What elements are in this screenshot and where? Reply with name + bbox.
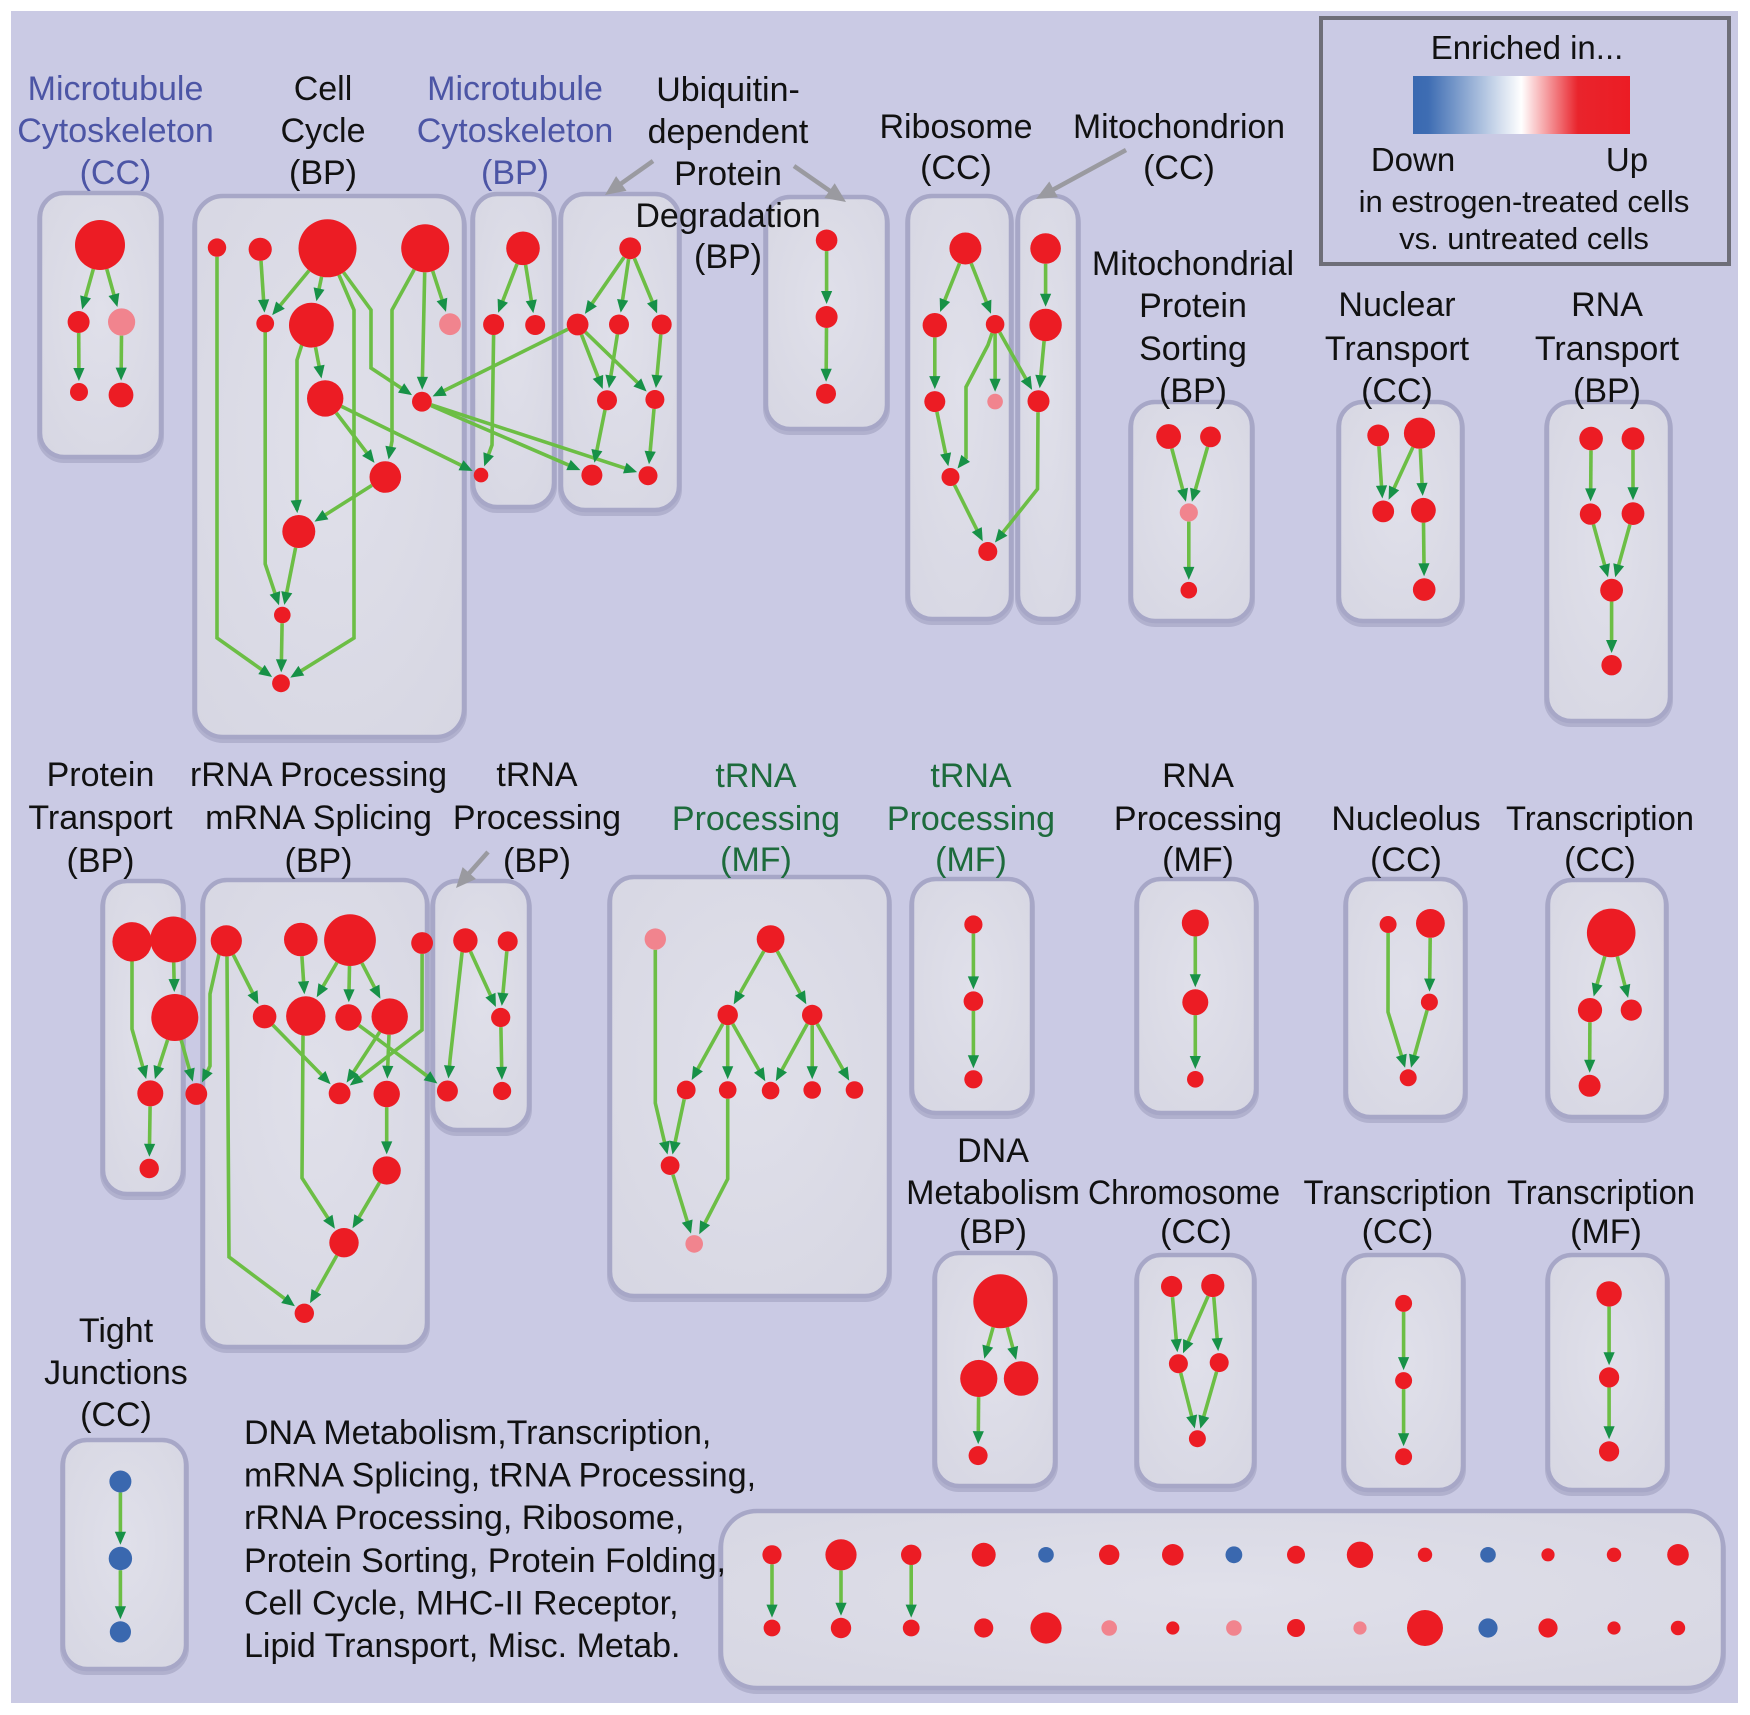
svg-text:Sorting: Sorting — [1139, 330, 1247, 368]
svg-text:Transcription: Transcription — [1304, 1174, 1492, 1212]
svg-text:Protein Sorting, Protein Foldi: Protein Sorting, Protein Folding, — [244, 1542, 726, 1580]
svg-text:Transcription: Transcription — [1507, 1174, 1695, 1212]
svg-text:Protein: Protein — [674, 155, 782, 193]
svg-text:Up: Up — [1606, 141, 1648, 178]
svg-text:Ubiquitin-: Ubiquitin- — [656, 71, 800, 109]
svg-text:Nucleolus: Nucleolus — [1331, 800, 1480, 838]
svg-text:tRNA: tRNA — [930, 757, 1012, 795]
svg-text:Transport: Transport — [1325, 330, 1470, 368]
svg-text:(BP): (BP) — [289, 154, 357, 192]
svg-text:Ribosome: Ribosome — [879, 108, 1032, 146]
svg-text:(BP): (BP) — [481, 154, 549, 192]
svg-text:(CC): (CC) — [1362, 1213, 1434, 1251]
svg-text:Down: Down — [1371, 141, 1455, 178]
svg-text:Transport: Transport — [1535, 330, 1680, 368]
svg-text:(CC): (CC) — [80, 1396, 152, 1434]
svg-text:(BP): (BP) — [1573, 372, 1641, 410]
svg-text:Cycle: Cycle — [280, 112, 365, 150]
svg-text:Transcription: Transcription — [1506, 800, 1694, 838]
svg-text:Metabolism: Metabolism — [906, 1174, 1080, 1212]
svg-text:Processing: Processing — [453, 799, 621, 837]
svg-text:Degradation: Degradation — [635, 197, 820, 235]
svg-text:(CC): (CC) — [80, 154, 152, 192]
svg-text:(BP): (BP) — [503, 842, 571, 880]
svg-text:Mitochondrial: Mitochondrial — [1092, 245, 1294, 283]
svg-text:Processing: Processing — [1114, 800, 1282, 838]
svg-text:vs. untreated cells: vs. untreated cells — [1399, 221, 1649, 256]
svg-text:Cell Cycle, MHC-II Receptor,: Cell Cycle, MHC-II Receptor, — [244, 1584, 679, 1622]
svg-text:(MF): (MF) — [1162, 841, 1234, 879]
svg-text:(BP): (BP) — [694, 238, 762, 276]
svg-text:RNA: RNA — [1162, 757, 1234, 795]
svg-text:(MF): (MF) — [720, 841, 792, 879]
svg-text:(CC): (CC) — [1160, 1213, 1232, 1251]
svg-text:DNA Metabolism,Transcription,: DNA Metabolism,Transcription, — [244, 1414, 711, 1452]
svg-text:Protein: Protein — [47, 756, 155, 794]
svg-text:(BP): (BP) — [959, 1213, 1027, 1251]
svg-text:rRNA Processing, Ribosome,: rRNA Processing, Ribosome, — [244, 1499, 684, 1537]
svg-text:(MF): (MF) — [935, 841, 1007, 879]
svg-text:Transport: Transport — [28, 799, 173, 837]
svg-text:(CC): (CC) — [1143, 149, 1215, 187]
svg-text:in estrogen-treated cells: in estrogen-treated cells — [1359, 184, 1690, 219]
svg-text:(CC): (CC) — [920, 149, 992, 187]
svg-text:Junctions: Junctions — [44, 1354, 188, 1392]
svg-text:Cell: Cell — [294, 70, 353, 108]
svg-text:mRNA Splicing, tRNA Processing: mRNA Splicing, tRNA Processing, — [244, 1457, 756, 1495]
svg-text:Lipid Transport, Misc. Metab.: Lipid Transport, Misc. Metab. — [244, 1627, 681, 1665]
svg-text:Cytoskeleton: Cytoskeleton — [417, 112, 614, 150]
svg-text:RNA: RNA — [1571, 286, 1643, 324]
svg-text:mRNA Splicing: mRNA Splicing — [205, 799, 432, 837]
svg-text:Processing: Processing — [672, 800, 840, 838]
svg-text:DNA: DNA — [957, 1132, 1029, 1170]
svg-text:(CC): (CC) — [1361, 372, 1433, 410]
svg-text:(BP): (BP) — [285, 842, 353, 880]
svg-text:(BP): (BP) — [67, 842, 135, 880]
svg-text:tRNA: tRNA — [715, 757, 797, 795]
svg-text:tRNA: tRNA — [496, 756, 578, 794]
svg-text:Enriched in...: Enriched in... — [1431, 29, 1624, 66]
svg-text:Processing: Processing — [887, 800, 1055, 838]
svg-text:Mitochondrion: Mitochondrion — [1073, 108, 1285, 146]
svg-text:Microtubule: Microtubule — [28, 70, 204, 108]
svg-text:Microtubule: Microtubule — [427, 70, 603, 108]
svg-text:Chromosome: Chromosome — [1088, 1174, 1280, 1212]
svg-text:dependent: dependent — [648, 113, 809, 151]
svg-text:(CC): (CC) — [1370, 841, 1442, 879]
svg-text:(BP): (BP) — [1159, 372, 1227, 410]
svg-text:rRNA Processing: rRNA Processing — [190, 756, 447, 794]
svg-text:Tight: Tight — [79, 1312, 154, 1350]
svg-text:(MF): (MF) — [1570, 1213, 1642, 1251]
svg-text:Cytoskeleton: Cytoskeleton — [17, 112, 214, 150]
svg-text:(CC): (CC) — [1564, 841, 1636, 879]
svg-text:Protein: Protein — [1139, 287, 1247, 325]
svg-text:Nuclear: Nuclear — [1338, 286, 1455, 324]
